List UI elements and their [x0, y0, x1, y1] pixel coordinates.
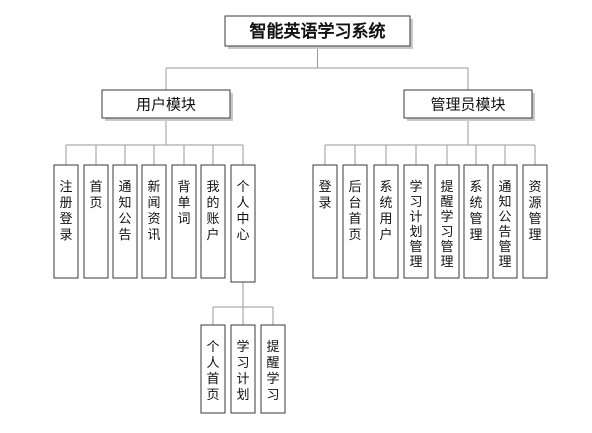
admin-module-node: 管理员模块 — [403, 89, 535, 121]
user-leaf-node: 我的账户 — [200, 164, 226, 279]
connector-lines — [65, 46, 536, 325]
root-node-label: 智能英语学习系统 — [250, 21, 386, 42]
admin-leaf-node: 提醒学习管理 — [434, 164, 460, 279]
user-leaf-node-label: 背单词 — [177, 180, 190, 227]
admin-leaf-node-label: 后台首页 — [348, 180, 361, 243]
admin-leaf-node: 登录 — [312, 164, 338, 279]
user-module-node: 用户模块 — [101, 89, 233, 121]
admin-leaf-node-label: 登录 — [318, 180, 331, 211]
admin-leaf-node: 系统用户 — [373, 164, 399, 279]
personal-center-leaf-node-label: 个人首页 — [206, 340, 219, 403]
user-leaf-node-label: 我的账户 — [206, 180, 219, 243]
user-leaf-node: 首页 — [83, 164, 109, 279]
user-leaf-node: 背单词 — [171, 164, 197, 279]
admin-leaf-node-label: 提醒学习管理 — [440, 179, 453, 270]
user-leaf-node-label: 注册登录 — [59, 180, 72, 243]
personal-center-leaf-node: 学习计划 — [230, 324, 256, 414]
personal-center-leaf-node-label: 提醒学习 — [266, 339, 279, 403]
admin-leaf-node: 系统管理 — [463, 164, 489, 279]
user-leaf-node-label: 个人中心 — [236, 180, 249, 243]
user-leaf-node: 通知公告 — [112, 164, 138, 279]
user-module-node-label: 用户模块 — [136, 96, 196, 114]
admin-leaf-node-label: 学习计划管理 — [409, 179, 422, 270]
user-leaf-node: 个人中心 — [230, 164, 256, 283]
admin-leaf-node: 资源管理 — [522, 164, 548, 279]
admin-leaf-node: 后台首页 — [342, 164, 368, 279]
diagram-nodes: 智能英语学习系统用户模块管理员模块注册登录首页通知公告新闻资讯背单词我的账户个人… — [53, 15, 548, 414]
user-leaf-node: 注册登录 — [53, 164, 79, 279]
user-leaf-node-label: 通知公告 — [118, 180, 131, 243]
admin-leaf-node-label: 系统管理 — [469, 180, 482, 243]
personal-center-leaf-node: 提醒学习 — [260, 324, 286, 414]
user-leaf-node: 新闻资讯 — [141, 164, 167, 279]
user-leaf-node-label: 首页 — [89, 180, 102, 211]
admin-leaf-node-label: 系统用户 — [379, 180, 392, 243]
user-leaf-node-label: 新闻资讯 — [147, 179, 160, 243]
root-node: 智能英语学习系统 — [224, 15, 413, 49]
admin-leaf-node-label: 资源管理 — [528, 180, 541, 243]
admin-module-node-label: 管理员模块 — [430, 96, 505, 114]
admin-leaf-node: 通知公告管理 — [492, 164, 518, 279]
personal-center-leaf-node: 个人首页 — [200, 324, 226, 414]
admin-leaf-node-label: 通知公告管理 — [498, 180, 511, 270]
admin-leaf-node: 学习计划管理 — [403, 164, 429, 279]
personal-center-leaf-node-label: 学习计划 — [236, 339, 249, 403]
